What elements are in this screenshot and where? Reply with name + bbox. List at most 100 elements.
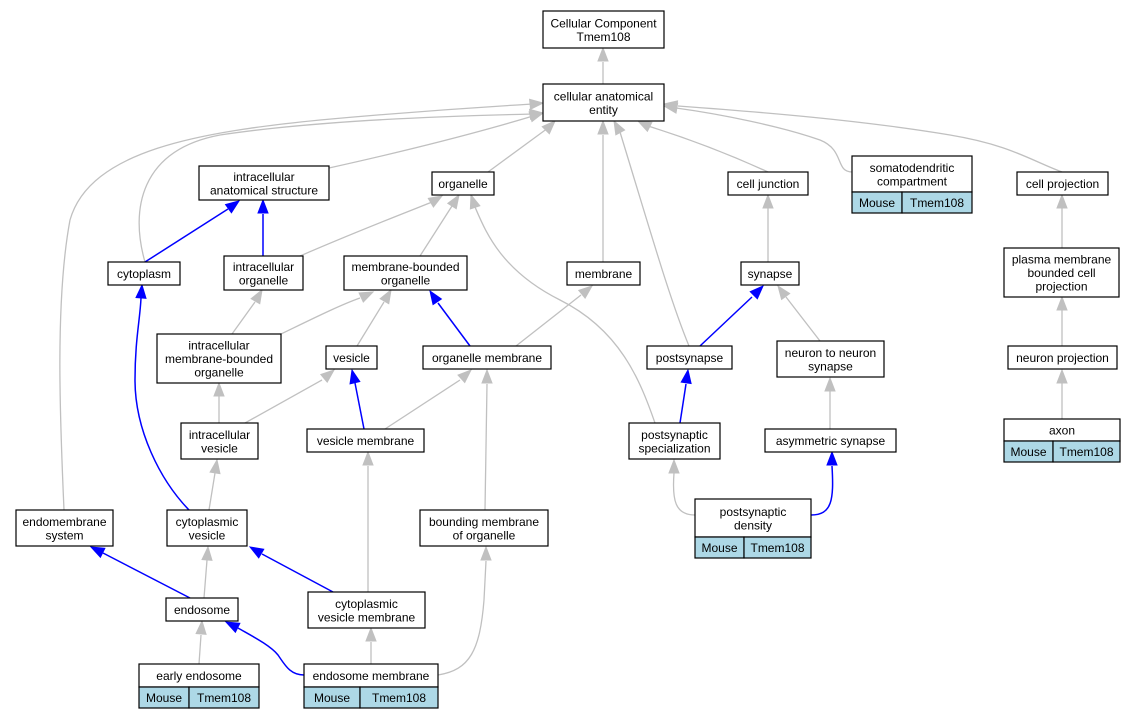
annotation-gene-cell xyxy=(359,686,439,709)
node-box xyxy=(343,255,468,291)
annotation-gene: Tmem108 xyxy=(1059,445,1113,459)
arrowhead xyxy=(597,119,609,135)
edge-cellproj-to-cae xyxy=(662,100,1063,173)
node-label: organelle xyxy=(194,366,244,380)
node-label: membrane-bounded xyxy=(351,260,459,274)
annotation-species: Mouse xyxy=(146,691,182,705)
node-label: intracellular xyxy=(188,339,249,353)
edge-psspec-to-postsynapse xyxy=(679,368,692,424)
node-vesicle[interactable]: vesicle xyxy=(325,345,378,370)
node-box xyxy=(306,428,425,453)
edge-ivesicle-to-vesicle xyxy=(244,369,336,424)
arrowhead xyxy=(762,193,774,209)
node-label: synapse xyxy=(808,359,853,373)
node-label: entity xyxy=(589,103,618,117)
edge-vesmem-to-vesicle xyxy=(349,368,365,430)
node-membrane[interactable]: membrane xyxy=(566,261,641,286)
arrowhead xyxy=(480,545,492,561)
edge-postsynapse-to-cae xyxy=(613,119,690,347)
annotation-gene-cell xyxy=(1052,440,1121,463)
node-label: organelle xyxy=(381,273,431,287)
node-box xyxy=(223,255,304,291)
arrowhead xyxy=(224,200,241,214)
node-label: anatomical structure xyxy=(210,183,318,197)
node-label: plasma membrane xyxy=(1012,253,1112,267)
arrowhead xyxy=(749,285,764,300)
node-box xyxy=(15,509,114,547)
edge-mbo-to-organelle xyxy=(419,193,460,257)
arrowhead xyxy=(1056,295,1068,311)
node-box xyxy=(646,345,733,370)
node-asym[interactable]: asymmetric synapse xyxy=(764,428,897,453)
node-orgmem[interactable]: organelle membrane xyxy=(422,345,552,370)
annotation-gene: Tmem108 xyxy=(750,541,804,555)
node-box xyxy=(628,422,721,460)
arrowhead xyxy=(457,369,473,384)
edge-cytoplasm-to-cae xyxy=(138,108,545,263)
annotation-gene-cell xyxy=(743,536,812,559)
annotation-gene: Tmem108 xyxy=(910,196,964,210)
edge-postsynapse-to-synapse xyxy=(699,285,764,347)
node-endosome[interactable]: endosome xyxy=(165,597,239,622)
node-box xyxy=(431,171,495,196)
arrowhead xyxy=(824,376,836,392)
arrowhead xyxy=(362,450,374,466)
node-box xyxy=(851,155,973,193)
node-label: cell projection xyxy=(1026,177,1099,191)
node-neuronproj[interactable]: neuron projection xyxy=(1007,345,1118,370)
arrowhead xyxy=(429,289,443,306)
edge-layer xyxy=(59,46,1068,676)
node-label: bounding membrane xyxy=(429,515,539,529)
node-label: neuron to neuron xyxy=(785,346,876,360)
arrowhead xyxy=(89,546,106,559)
node-label: cytoplasmic xyxy=(176,515,239,529)
node-box xyxy=(325,345,378,370)
node-cytoplasm[interactable]: cytoplasm xyxy=(107,261,181,286)
node-label: projection xyxy=(1035,280,1087,294)
node-postsynapse[interactable]: postsynapse xyxy=(646,345,733,370)
edge-synapse-to-celljunction xyxy=(762,193,774,262)
arrowhead xyxy=(358,291,375,303)
arrowhead xyxy=(319,369,336,384)
annotation-gene-cell xyxy=(188,686,260,709)
node-organelle[interactable]: organelle xyxy=(431,171,495,196)
edge-imbo-to-mbo xyxy=(280,291,375,335)
node-box xyxy=(419,509,549,547)
node-cellproj[interactable]: cell projection xyxy=(1016,171,1109,196)
node-synapse[interactable]: synapse xyxy=(740,261,800,286)
annotation-species: Mouse xyxy=(1010,445,1046,459)
node-label: postsynapse xyxy=(656,351,724,365)
node-label: vesicle membrane xyxy=(318,610,416,624)
node-celljunction[interactable]: cell junction xyxy=(727,171,809,196)
node-box xyxy=(727,171,809,196)
node-box xyxy=(307,591,426,629)
node-vesmem[interactable]: vesicle membrane xyxy=(306,428,425,453)
edge-membrane-to-cae xyxy=(597,119,609,262)
arrowhead xyxy=(636,120,653,133)
arrowhead xyxy=(662,100,679,112)
arrowhead xyxy=(577,285,594,299)
node-label: early endosome xyxy=(156,669,242,683)
edge-orgmem-to-membrane xyxy=(515,285,594,347)
edge-endosome-to-cytoves xyxy=(201,545,213,599)
